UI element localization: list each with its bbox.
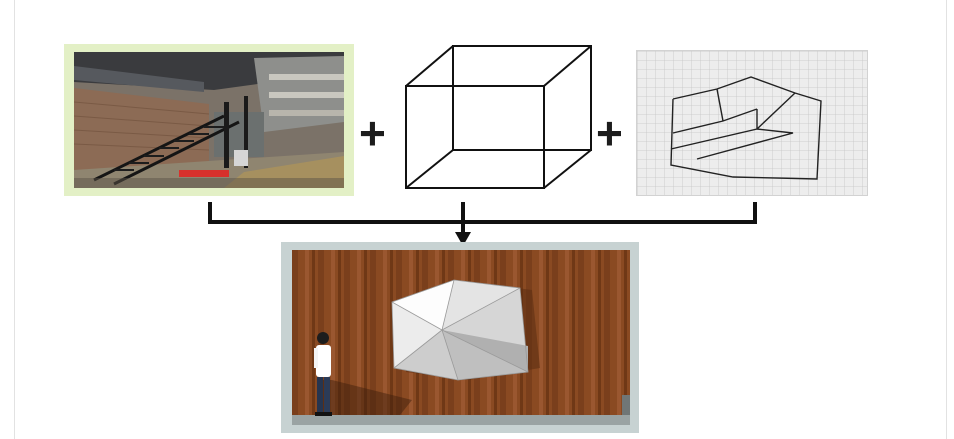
grid-paper-sketch (637, 51, 867, 195)
wireframe-cube (405, 45, 592, 189)
cube-input-panel (398, 44, 598, 196)
left-margin-line (14, 0, 15, 439)
photo-input-panel (64, 44, 354, 196)
plus-sign-1: + (359, 107, 386, 159)
plus-sign-2: + (596, 107, 623, 159)
person-figure (314, 332, 412, 416)
sketch-input-panel (636, 50, 868, 196)
wall-sculpture-render (292, 250, 630, 425)
right-margin-line (946, 0, 947, 439)
staircase-photo (74, 52, 344, 188)
render-output-panel (281, 242, 639, 433)
